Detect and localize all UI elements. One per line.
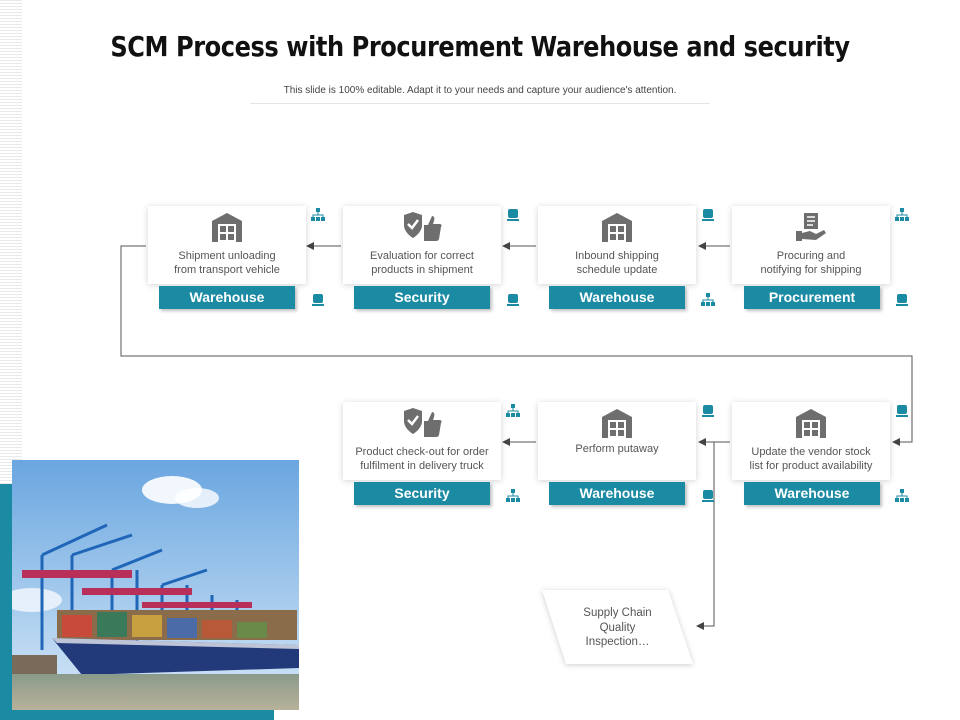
step-card-evaluation: Evaluation for correct products in shipme… [343,206,501,284]
step-card-shipment-unloading: Shipment unloading from transport vehicle [148,206,306,284]
connector-row1-to-row2 [120,245,913,446]
org-chart-icon [895,208,909,221]
step-description: Shipment unloading [178,250,276,262]
step-label-security: Security [354,482,490,505]
server-box-icon [702,490,714,502]
step-label-warehouse: Warehouse [549,286,685,309]
slide-subtitle: This slide is 100% editable. Adapt it to… [283,85,677,96]
step-label-warehouse: Warehouse [159,286,295,309]
step-card-product-checkout: Product check-out for order fulfilment in… [343,402,501,480]
step-description: Perform putaway [575,443,659,455]
procurement-icon [796,213,826,241]
step-card-inbound-shipping: Inbound shipping schedule update [538,206,696,284]
server-box-icon [507,294,519,306]
subtitle-divider [250,103,710,104]
org-chart-icon [895,489,909,502]
container-ship-port-image [12,460,299,710]
server-box-icon [896,294,908,306]
step-label-warehouse: Warehouse [744,482,880,505]
step-description: from transport vehicle [174,264,280,276]
server-box-icon [702,405,714,417]
step-label-procurement: Procurement [744,286,880,309]
server-box-icon [312,294,324,306]
note-shape [542,590,693,664]
warehouse-icon [602,409,632,438]
security-approval-icon [404,212,442,241]
step-card-update-vendor-stock: Update the vendor stock list for product … [732,402,890,480]
step-description: schedule update [576,264,658,276]
step-description: Inbound shipping [575,250,659,262]
step-description: notifying for shipping [760,264,862,276]
step-description: Update the vendor stock [751,446,871,458]
step-description: Product check-out for order [355,446,489,458]
note-text: Supply Chain [583,607,652,619]
org-chart-icon [506,489,520,502]
server-box-icon [702,209,714,221]
step-label-warehouse: Warehouse [549,482,685,505]
quality-inspection-note: Supply Chain Quality Inspection… [540,588,695,666]
warehouse-icon [602,213,632,242]
org-chart-icon [506,404,520,417]
step-description: Procuring and [776,250,846,262]
server-box-icon [896,405,908,417]
step-card-putaway: Perform putaway [538,402,696,480]
step-description: fulfilment in delivery truck [360,460,484,472]
org-chart-icon [701,293,715,306]
connector-to-quality-inspection [696,442,715,630]
step-label-security: Security [354,286,490,309]
note-text: Inspection… [585,636,650,648]
warehouse-icon [796,409,826,438]
note-text: Quality [599,621,636,634]
step-description: products in shipment [371,264,473,276]
warehouse-icon [212,213,242,242]
security-approval-icon [404,408,442,437]
step-description: list for product availability [749,460,873,472]
server-box-icon [507,209,519,221]
org-chart-icon [311,208,325,221]
step-description: Evaluation for correct [370,250,474,262]
step-card-procuring: Procuring and notifying for shipping [732,206,890,284]
slide-title: SCM Process with Procurement Warehouse a… [110,30,850,63]
